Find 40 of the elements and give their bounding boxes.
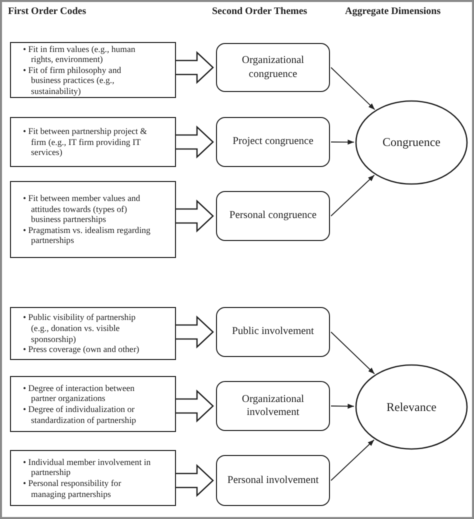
arrow (330, 439, 374, 481)
code-box (10, 376, 176, 432)
bullet-item: • Fit between partnership project & firm (e.g., IT firm providing IT services) (23, 126, 148, 158)
block-arrow (175, 316, 214, 348)
block-arrow (175, 390, 214, 422)
bullet-item: • Personal responsibility for managing partnerships (23, 478, 122, 500)
dimension-label: Congruence (382, 135, 440, 150)
arrow (330, 404, 354, 409)
code-box (10, 181, 176, 258)
block-arrow (175, 51, 214, 84)
theme-box: Project congruence (216, 117, 330, 167)
theme-box: Public involvement (216, 307, 330, 357)
bullet-item: • Public visibility of partnership (e.g., donation vs. visible sponsorship) (23, 312, 137, 344)
theme-box: Personal involvement (216, 455, 330, 506)
column-header: Aggregate Dimensions (345, 6, 441, 17)
bullet-item: • Fit between member values and attitudes towards (types of) business partnerships (23, 193, 142, 225)
theme-box: Personal congruence (216, 191, 330, 241)
arrow (330, 140, 354, 145)
bullet-item: • Pragmatism vs. idealism regarding partnerships (23, 224, 152, 246)
dimension-label: Relevance (386, 400, 436, 414)
column-header: Second Order Themes (212, 6, 308, 17)
theme-box: Organizational involvement (216, 381, 330, 431)
bullet-item: • Press coverage (own and other) (23, 344, 140, 355)
column-header: First Order Codes (8, 6, 86, 17)
block-arrow (175, 200, 214, 232)
block-arrow (175, 464, 214, 497)
theme-box: Organizational congruence (216, 43, 330, 92)
code-box (10, 307, 176, 360)
arrow (330, 174, 375, 216)
bullet-item: • Degree of interaction between partner organizations (23, 382, 136, 404)
bullet-item: • Fit in firm values (e.g., human rights, environment) (23, 44, 136, 65)
bullet-item: • Individual member involvement in partnership (23, 456, 152, 478)
bullet-item: • Fit of firm philosophy and business practices (e.g., sustainability) (23, 64, 122, 96)
code-box (10, 42, 176, 98)
block-arrow (175, 126, 214, 158)
code-box (10, 450, 176, 506)
code-box (10, 117, 176, 167)
arrow (330, 67, 376, 110)
arrow (330, 332, 375, 374)
bullet-item: • Degree of individualization or standardization of partnership (23, 404, 138, 426)
